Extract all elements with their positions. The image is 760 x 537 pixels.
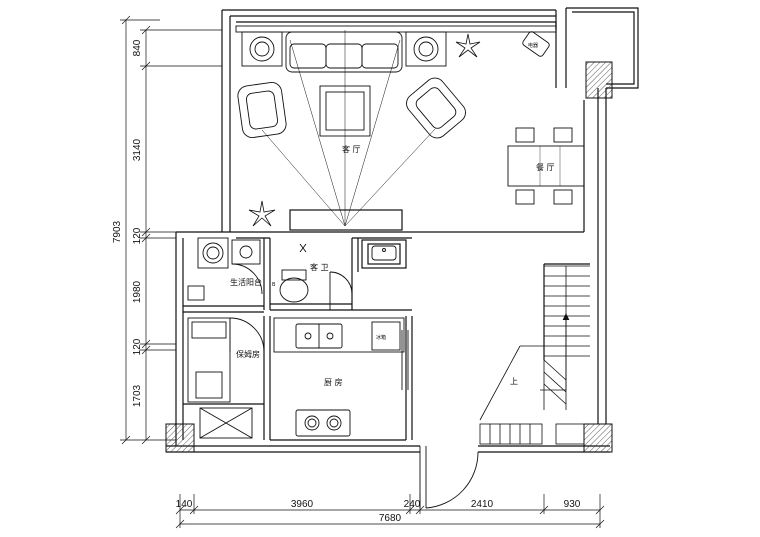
bathroom-fixtures (279, 243, 397, 310)
left-dimension-lines (120, 15, 222, 445)
living-room-label: 客 厅 (342, 144, 361, 154)
living-furniture (235, 25, 557, 227)
dim-left-3: 120 (132, 227, 143, 244)
interior-walls (183, 209, 590, 441)
dim-bottom-3: 240 (404, 499, 421, 510)
kitchen-fixtures (273, 317, 409, 437)
b-mark-label: B (272, 282, 276, 288)
plant-icons (248, 33, 481, 227)
stair-up-label: 上 (510, 377, 518, 386)
nanny-room-label: 保姆房 (236, 349, 260, 359)
dining-room-label: 餐 厅 (536, 163, 555, 172)
dim-bottom-total: 7680 (379, 513, 402, 524)
bottom-dimension-lines (175, 494, 605, 529)
dim-bottom-4: 2410 (471, 499, 494, 510)
dim-bottom-1: 140 (176, 499, 193, 510)
dim-left-2: 3140 (132, 138, 143, 161)
dim-left-6: 1703 (132, 384, 143, 407)
outer-walls (166, 7, 639, 453)
dim-left-1: 840 (132, 39, 143, 56)
appliance-label: 电器 (528, 42, 538, 49)
structural-columns (165, 61, 613, 453)
laundry-fixtures (187, 237, 263, 301)
dim-left-4: 1980 (132, 280, 143, 303)
fridge-label: 冰箱 (376, 334, 386, 341)
dim-bottom-5: 930 (564, 499, 581, 510)
nanny-room-furniture (187, 317, 265, 439)
staircase (479, 265, 590, 445)
dim-left-total: 7903 (112, 220, 123, 243)
dining-furniture (507, 127, 585, 205)
left-dimension-values: 840 3140 120 1980 120 1703 7903 (112, 39, 143, 407)
guest-bathroom-label: 客 卫 (310, 262, 329, 272)
entry-door (419, 446, 479, 509)
kitchen-label: 厨 房 (324, 377, 343, 387)
dim-left-5: 120 (132, 338, 143, 355)
bottom-dimension-values: 140 3960 240 2410 930 7680 (176, 499, 581, 524)
laundry-balcony-label: 生活阳台 (230, 277, 262, 287)
dim-bottom-2: 3960 (291, 499, 314, 510)
